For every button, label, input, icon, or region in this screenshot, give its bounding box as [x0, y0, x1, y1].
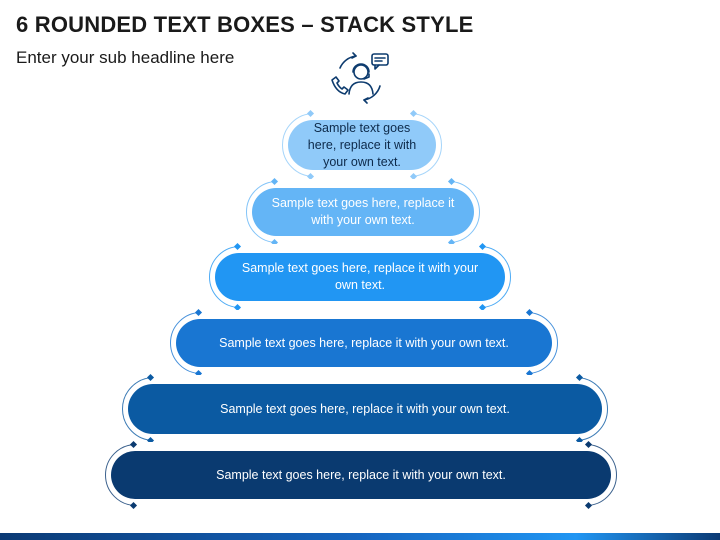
text-box-label: Sample text goes here, replace it with y… [271, 196, 455, 227]
ring-gap [310, 111, 414, 115]
ring-gap [133, 442, 589, 446]
ring-gap [274, 241, 452, 245]
text-box-3: Sample text goes here, replace it with y… [215, 253, 505, 301]
text-box-label: Sample text goes here, replace it with y… [216, 467, 506, 482]
ring-gap [237, 244, 483, 248]
text-box-label: Sample text goes here, replace it with y… [219, 335, 509, 350]
text-box-label: Sample text goes here, replace it with y… [241, 261, 479, 292]
slide-title: 6 ROUNDED TEXT BOXES – STACK STYLE [16, 12, 474, 37]
text-box-1: Sample text goes here, replace it with y… [288, 120, 436, 170]
ring-gap [150, 439, 580, 443]
slide-subtitle: Enter your sub headline here [16, 48, 235, 67]
ring-gap [198, 310, 530, 314]
text-box-5: Sample text goes here, replace it with y… [128, 384, 602, 434]
ring-gap [198, 372, 530, 376]
text-box-label: Sample text goes here, replace it with y… [220, 401, 510, 416]
text-box-2: Sample text goes here, replace it with y… [252, 188, 474, 236]
ring-gap [274, 179, 452, 183]
ring-gap [150, 375, 580, 379]
text-box-6: Sample text goes here, replace it with y… [111, 451, 611, 499]
ring-gap [310, 175, 414, 179]
text-box-label: Sample text goes here, replace it with y… [307, 120, 417, 169]
text-box-4: Sample text goes here, replace it with y… [176, 319, 552, 367]
ring-gap [237, 306, 483, 310]
bottom-accent-bar [0, 533, 720, 540]
customer-support-icon [326, 50, 394, 106]
ring-gap [133, 504, 589, 508]
